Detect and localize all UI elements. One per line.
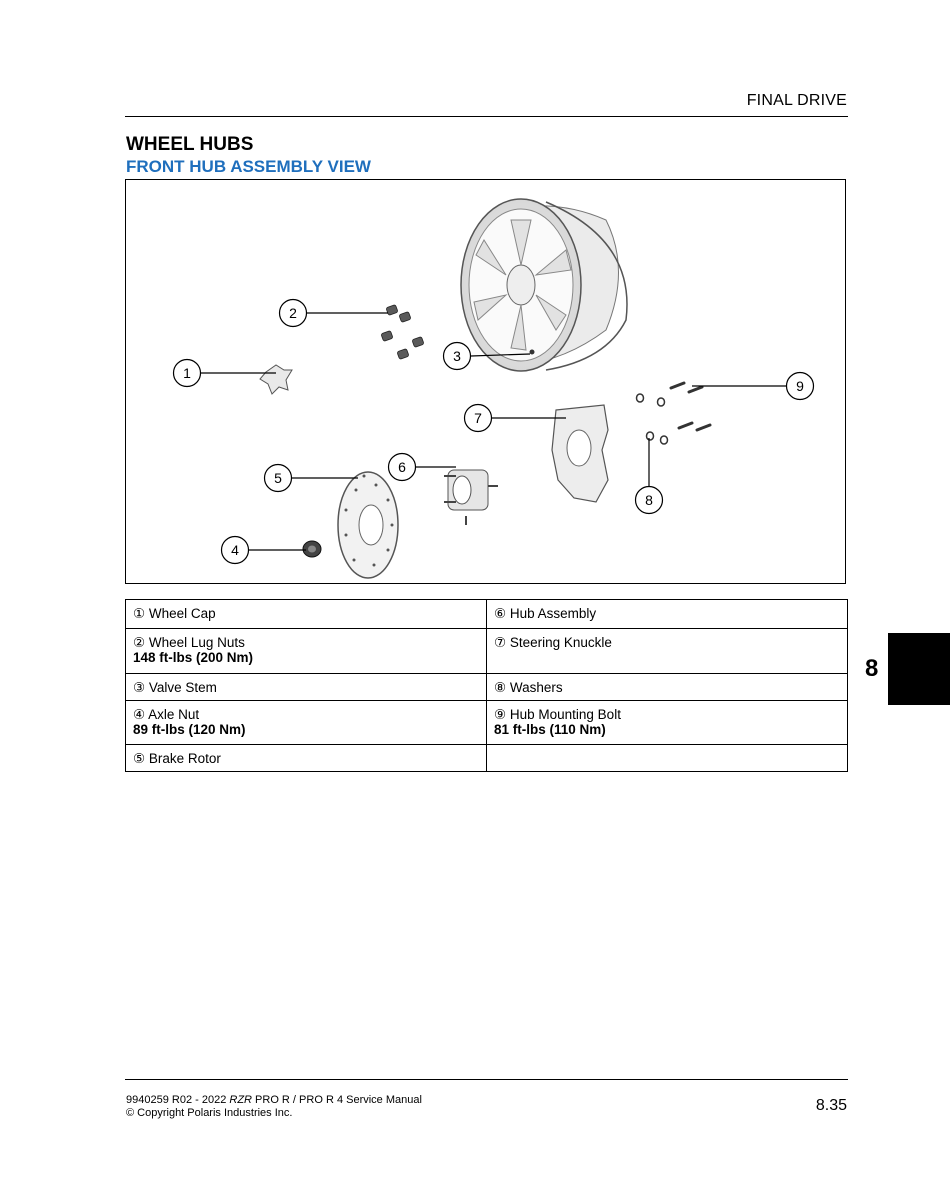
callout-bubbles: 2 1 3 4 5 6 7 8 9 <box>172 298 815 565</box>
legend-part-name: Axle Nut <box>148 707 200 722</box>
legend-cell: ⑤ Brake Rotor <box>125 744 487 772</box>
subsection-title: FRONT HUB ASSEMBLY VIEW <box>126 157 371 176</box>
legend-number: ④ <box>133 707 146 722</box>
callout-number-9: 9 <box>796 378 804 394</box>
callout-bubble-8 <box>634 485 664 515</box>
header-divider <box>125 116 848 117</box>
wheel-cap-illustration <box>259 364 293 395</box>
legend-part-name: Wheel Lug Nuts <box>148 635 245 650</box>
legend-number: ③ <box>133 680 146 695</box>
legend-cell: ① Wheel Cap <box>125 599 487 629</box>
legend-part-name: Valve Stem <box>148 680 217 695</box>
legend-part-name: Hub Assembly <box>509 606 597 621</box>
callout-bubble-2 <box>278 298 308 328</box>
wheel-illustration <box>460 198 628 372</box>
legend-cell: ⑧ Washers <box>486 673 848 701</box>
table-row: ① Wheel Cap ⑥ Hub Assembly <box>125 599 848 629</box>
footer-model: RZR <box>229 1094 252 1106</box>
legend-part-name: Hub Mounting Bolt <box>509 707 621 722</box>
callout-number-6: 6 <box>398 459 406 475</box>
footer-manual-name: PRO R / PRO R 4 Service Manual <box>251 1094 422 1106</box>
brake-rotor-illustration <box>337 471 399 579</box>
leader-lines <box>201 312 787 551</box>
legend-number: ① <box>133 606 146 621</box>
callout-number-5: 5 <box>274 470 282 486</box>
footer-doc-number: 9940259 R02 - 2022 <box>126 1094 230 1106</box>
footer-manual-title: 9940259 R02 - 2022 RZR PRO R / PRO R 4 S… <box>126 1094 422 1106</box>
legend-part-name: Washers <box>509 680 563 695</box>
legend-number: ⑦ <box>494 635 507 650</box>
callout-bubble-6 <box>387 452 417 482</box>
footer-copyright: © Copyright Polaris Industries Inc. <box>126 1107 293 1119</box>
legend-part-name: Wheel Cap <box>148 606 216 621</box>
table-row: ⑤ Brake Rotor <box>125 744 848 772</box>
callout-bubble-3 <box>442 341 472 371</box>
legend-cell: ③ Valve Stem <box>125 673 487 701</box>
legend-torque-spec: 89 ft-lbs (120 Nm) <box>133 722 246 737</box>
exploded-view-drawing <box>201 198 787 579</box>
legend-cell-empty <box>486 744 848 772</box>
axle-nut-illustration <box>302 540 322 558</box>
running-header: FINAL DRIVE <box>746 92 847 109</box>
legend-number: ② <box>133 635 146 650</box>
legend-number: ⑥ <box>494 606 507 621</box>
legend-number: ⑤ <box>133 751 146 766</box>
callout-number-4: 4 <box>231 542 239 558</box>
section-title: WHEEL HUBS <box>126 134 254 155</box>
callout-bubble-7 <box>463 403 493 433</box>
table-row: ③ Valve Stem ⑧ Washers <box>125 673 848 701</box>
callout-number-1: 1 <box>183 365 191 381</box>
callout-number-3: 3 <box>453 348 461 364</box>
callout-number-7: 7 <box>474 410 482 426</box>
legend-torque-spec: 81 ft-lbs (110 Nm) <box>494 722 606 737</box>
legend-torque-spec: 148 ft-lbs (200 Nm) <box>133 650 254 665</box>
callout-number-2: 2 <box>289 305 297 321</box>
legend-number: ⑨ <box>494 707 507 722</box>
lug-nuts-illustration <box>381 304 424 360</box>
hub-assembly-illustration <box>444 469 498 525</box>
callout-bubble-5 <box>263 463 293 493</box>
callout-bubble-4 <box>220 535 250 565</box>
washers-illustration <box>635 393 669 445</box>
hub-mounting-bolts-illustration <box>669 381 712 432</box>
parts-legend-table: ① Wheel Cap ⑥ Hub Assembly ② Wheel Lug N… <box>125 599 848 772</box>
footer-divider <box>125 1079 848 1080</box>
legend-cell: ⑥ Hub Assembly <box>486 599 848 629</box>
callout-bubble-1 <box>172 358 202 388</box>
callout-number-8: 8 <box>645 492 653 508</box>
legend-part-name: Brake Rotor <box>148 751 221 766</box>
callout-bubble-9 <box>785 371 815 401</box>
exploded-view-figure: 2 1 3 4 5 6 7 8 9 <box>125 179 846 584</box>
legend-part-name: Steering Knuckle <box>509 635 612 650</box>
page-number: 8.35 <box>815 1097 847 1114</box>
legend-number: ⑧ <box>494 680 507 695</box>
legend-cell: ⑦ Steering Knuckle <box>486 628 848 674</box>
chapter-number: 8 <box>865 655 879 682</box>
chapter-tab <box>888 633 950 705</box>
steering-knuckle-illustration <box>551 404 609 503</box>
